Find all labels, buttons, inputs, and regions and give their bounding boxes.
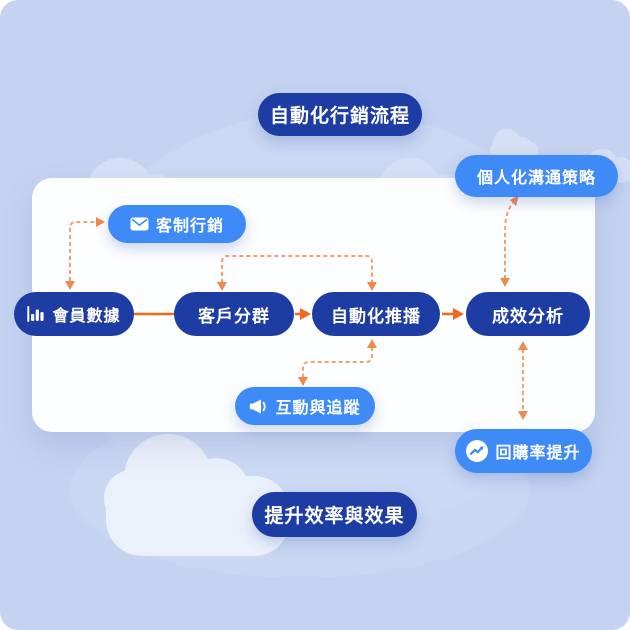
node-interaction-tracking: 互動與追蹤: [235, 387, 375, 425]
node-label: 客戶分群: [198, 306, 270, 327]
megaphone-icon: [249, 399, 268, 414]
node-member-data: 會員數據: [14, 292, 134, 336]
node-automated-push: 自動化推播: [312, 292, 440, 336]
node-performance-analysis: 成效分析: [466, 292, 590, 336]
node-label: 成效分析: [492, 306, 564, 327]
messenger-trend-icon: [466, 440, 489, 462]
node-label: 客制行銷: [155, 216, 224, 235]
cloud: [490, 129, 538, 158]
node-repurchase-rate: 回購率提升: [455, 429, 592, 473]
node-customer-segmentation: 客戶分群: [174, 292, 294, 336]
node-personalized-strategy: 個人化溝通策略: [455, 155, 618, 197]
node-label: 回購率提升: [495, 443, 581, 462]
node-label: 個人化溝通策略: [476, 168, 596, 187]
bar-chart-icon: [27, 306, 45, 322]
title-badge: 自動化行銷流程: [258, 93, 422, 136]
title-badge-label: 自動化行銷流程: [269, 105, 410, 127]
envelope-icon: [130, 217, 149, 231]
bottom-badge: 提升效率與效果: [252, 492, 417, 537]
node-label: 自動化推播: [331, 306, 421, 327]
node-label: 互動與追蹤: [275, 398, 361, 417]
node-label: 會員數據: [52, 306, 121, 325]
cloud: [104, 434, 290, 556]
node-custom-marketing: 客制行銷: [108, 205, 246, 243]
bottom-badge-label: 提升效率與效果: [264, 505, 405, 527]
